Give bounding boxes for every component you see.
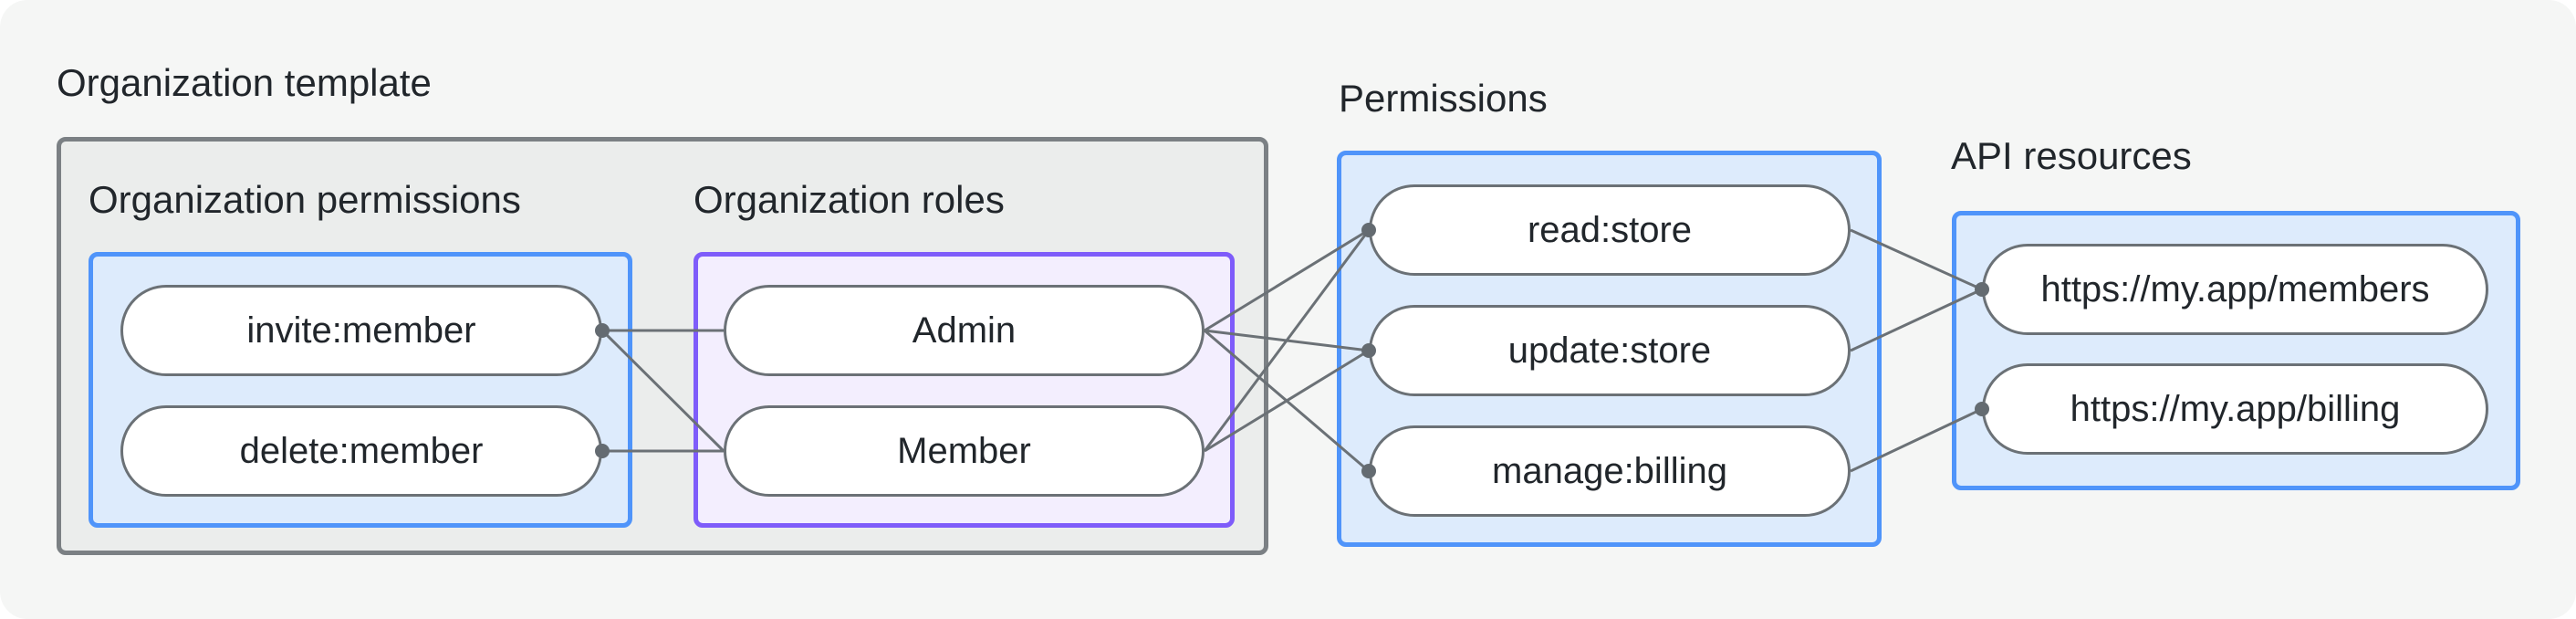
org-template-heading: Organization template	[57, 61, 432, 104]
node-update-store: update:store	[1369, 305, 1851, 396]
node-manage-billing: manage:billing	[1369, 425, 1851, 517]
node-member-role: Member	[724, 405, 1205, 497]
node-invite-member: invite:member	[120, 285, 602, 376]
node-admin-role: Admin	[724, 285, 1205, 376]
node-api-members: https://my.app/members	[1982, 244, 2488, 335]
node-delete-member: delete:member	[120, 405, 602, 497]
api-resources-heading: API resources	[1951, 134, 2192, 177]
permissions-heading: Permissions	[1339, 77, 1548, 120]
node-api-billing: https://my.app/billing	[1982, 363, 2488, 455]
org-roles-heading: Organization roles	[694, 178, 1005, 221]
org-permissions-heading: Organization permissions	[89, 178, 521, 221]
node-read-store: read:store	[1369, 184, 1851, 276]
